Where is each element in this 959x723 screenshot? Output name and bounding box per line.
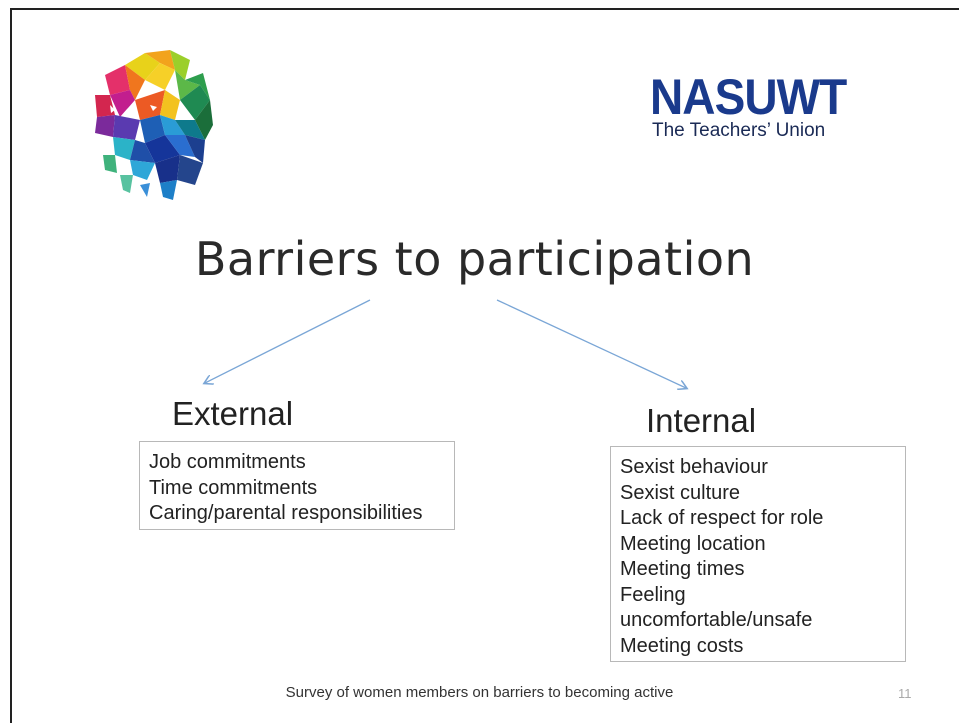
list-item: Lack of respect for role [620,507,824,529]
internal-list-box: Sexist behaviour Sexist culture Lack of … [610,446,906,662]
list-item: Meeting costs [620,634,744,657]
list-item: Meeting times [620,558,745,580]
page-number: 11 [898,686,912,701]
list-item: Sexist culture [620,481,741,504]
list-item: Meeting location [620,532,766,555]
external-heading: External [172,395,294,432]
list-item: Time commitments [149,476,318,499]
brand-tagline: The Teachers’ Union [652,120,826,141]
list-item: Caring/parental responsibilities [149,502,423,524]
slide-title: Barriers to participation [194,232,755,286]
internal-heading: Internal [646,402,757,439]
brand-logo: NASUWT The Teachers’ Union [650,72,863,142]
brand-name: NASUWT [650,69,847,125]
list-item: Feeling uncomfortable/unsafe [620,583,813,632]
external-list-box: Job commitments Time commitments Caring/… [139,441,455,530]
slide-footer: Survey of women members on barriers to b… [285,684,674,701]
list-item: Job commitments [149,451,306,473]
list-item: Sexist behaviour [620,456,768,478]
colorful-head-mosaic-icon [95,50,213,200]
